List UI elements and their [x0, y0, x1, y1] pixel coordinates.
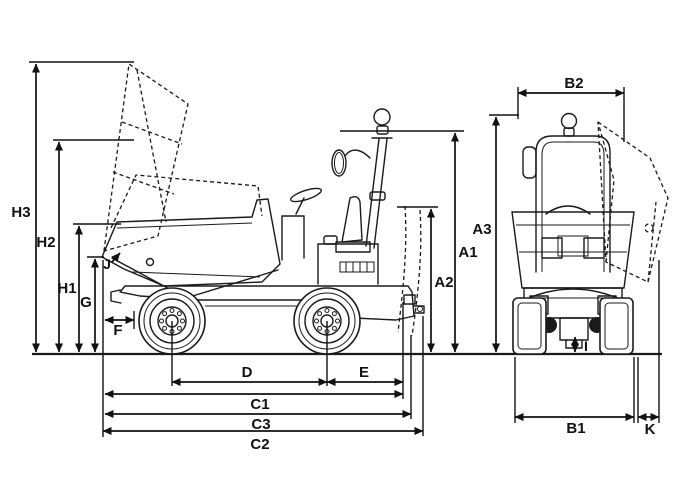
- label-f: F: [113, 322, 122, 339]
- front-view-drawing: [511, 112, 669, 355]
- label-g: G: [80, 294, 92, 311]
- label-b1: B1: [566, 420, 585, 437]
- label-c1: C1: [250, 396, 269, 413]
- front-beacon-light: [560, 112, 578, 130]
- beacon-base: [376, 125, 389, 135]
- vent-grille: [339, 261, 375, 273]
- label-i: I: [584, 338, 588, 354]
- front-rops-inner: [541, 141, 605, 272]
- vent-slats: [345, 262, 368, 272]
- label-c2: C2: [250, 436, 269, 453]
- filler-cap: [323, 235, 338, 245]
- label-h1: H1: [57, 280, 76, 297]
- tipped-skip-dashed: [597, 121, 669, 283]
- label-j: J: [103, 256, 111, 272]
- dimension-lines-front: [514, 87, 660, 423]
- mirror-glass: [334, 152, 344, 174]
- gearbox-sump: [565, 339, 583, 349]
- label-d: D: [242, 364, 253, 381]
- skip-lowered: [101, 198, 281, 287]
- mirror-arm: [344, 149, 371, 159]
- front-bracket-right: [583, 237, 605, 259]
- label-a3: A3: [472, 221, 491, 238]
- engine-hood: [317, 243, 379, 285]
- front-view-wheel-left: [512, 297, 547, 355]
- front-hood: [545, 205, 591, 215]
- front-center-plate: [557, 235, 589, 257]
- control-pedestal: [281, 215, 305, 261]
- skip-tip-frame: [111, 257, 279, 299]
- front-view-tire-right: [604, 302, 629, 350]
- front-axle-arc: [519, 288, 627, 303]
- steering-wheel: [290, 187, 322, 203]
- hitch-pin: [417, 306, 423, 312]
- tow-hitch: [413, 305, 425, 314]
- label-k: K: [645, 421, 656, 438]
- label-e: E: [359, 364, 369, 381]
- pole-clamp: [369, 191, 386, 201]
- label-a2: A2: [434, 274, 453, 291]
- beacon-light: [373, 108, 391, 126]
- front-mirror: [522, 146, 537, 179]
- side-view-drawing: [101, 63, 425, 355]
- mirror: [331, 149, 347, 177]
- skip-pivot: [145, 257, 155, 267]
- center-gearbox: [559, 317, 589, 341]
- dimension-labels: H3 H2 H1 G J F D E C1 C3 C2 A2 A1 A3 B2 …: [11, 75, 655, 453]
- front-skip: [511, 211, 635, 289]
- front-bracket-left: [541, 237, 563, 259]
- seat-cushion: [335, 241, 371, 253]
- label-h2: H2: [36, 234, 55, 251]
- skip-rim-lines: [116, 222, 261, 278]
- skip-raised-dashed: [103, 63, 422, 337]
- dim-j-pointer: [111, 252, 121, 263]
- front-view-tire-left: [517, 302, 542, 350]
- label-h3: H3: [11, 204, 30, 221]
- label-c3: C3: [251, 416, 270, 433]
- dimension-lines-side: [29, 61, 519, 437]
- front-view-wheel-right: [599, 297, 634, 355]
- label-a1: A1: [458, 244, 477, 261]
- rear-light: [403, 294, 416, 305]
- front-bracket: [110, 289, 122, 304]
- seat-back: [341, 195, 363, 243]
- label-b2: B2: [564, 75, 583, 92]
